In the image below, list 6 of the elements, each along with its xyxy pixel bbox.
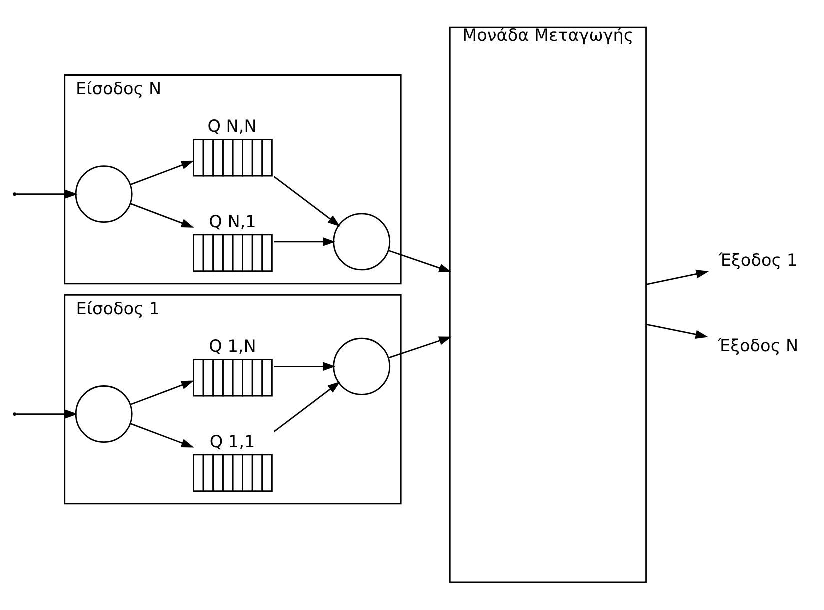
node-text: Έξοδος N bbox=[718, 335, 799, 356]
node-label: Q N,N bbox=[208, 116, 257, 136]
node-text: Έξοδος 1 bbox=[719, 250, 798, 270]
node-label: Q 1,1 bbox=[210, 431, 256, 452]
node-label: Q N,1 bbox=[209, 211, 256, 232]
node-label: Q 1,N bbox=[209, 336, 256, 356]
